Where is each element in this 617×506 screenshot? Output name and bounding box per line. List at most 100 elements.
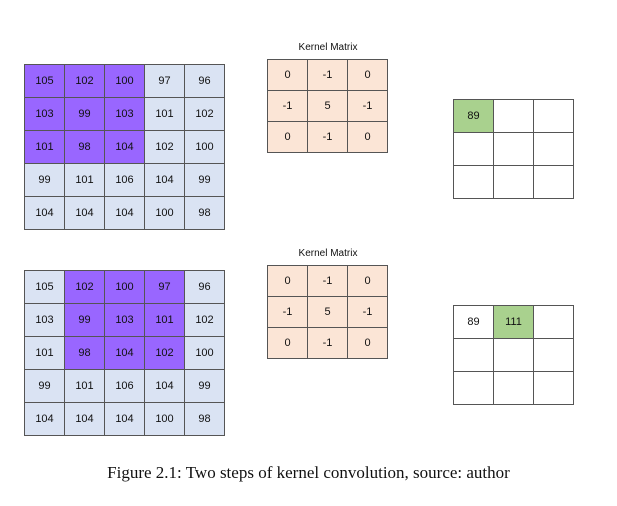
output-cell — [453, 165, 494, 199]
output-cell — [533, 165, 574, 199]
input-cell: 100 — [144, 402, 185, 436]
output-cell — [453, 338, 494, 372]
input-cell: 104 — [24, 196, 65, 230]
input-cell: 106 — [104, 369, 145, 403]
output-cell: 89 — [453, 99, 494, 133]
input-cell: 99 — [184, 163, 225, 197]
kernel-cell: -1 — [307, 121, 348, 153]
kernel-cell: 0 — [347, 265, 388, 297]
input-cell: 102 — [184, 97, 225, 131]
input-cell: 98 — [64, 336, 105, 370]
input-cell: 99 — [64, 303, 105, 337]
input-cell: 98 — [184, 402, 225, 436]
input-cell: 104 — [24, 402, 65, 436]
kernel-cell: 0 — [267, 327, 308, 359]
input-cell: 101 — [24, 130, 65, 164]
input-cell: 98 — [64, 130, 105, 164]
kernel-cell: 0 — [347, 59, 388, 91]
input-cell: 106 — [104, 163, 145, 197]
kernel-cell: 0 — [267, 265, 308, 297]
kernel-cell: 0 — [267, 59, 308, 91]
input-cell: 99 — [24, 163, 65, 197]
kernel-cell: 5 — [307, 296, 348, 328]
input-cell: 103 — [104, 303, 145, 337]
input-cell: 101 — [144, 97, 185, 131]
kernel-cell: -1 — [307, 265, 348, 297]
output-cell — [533, 371, 574, 405]
output-cell — [533, 338, 574, 372]
output-cell — [453, 132, 494, 166]
input-cell: 100 — [104, 64, 145, 98]
kernel-cell: -1 — [307, 59, 348, 91]
input-cell: 104 — [144, 163, 185, 197]
output-cell — [453, 371, 494, 405]
kernel-cell: 5 — [307, 90, 348, 122]
input-cell: 102 — [64, 64, 105, 98]
output-cell — [493, 165, 534, 199]
input-cell: 96 — [184, 270, 225, 304]
input-cell: 99 — [184, 369, 225, 403]
output-row — [453, 338, 574, 372]
output-row — [453, 132, 574, 166]
output-cell — [533, 99, 574, 133]
output-cell — [493, 132, 534, 166]
kernel-cell: -1 — [347, 296, 388, 328]
input-cell: 104 — [104, 130, 145, 164]
output-matrix-step-1: 89 — [453, 99, 574, 199]
kernel-cell: -1 — [347, 90, 388, 122]
output-row — [453, 371, 574, 405]
input-cell: 97 — [144, 270, 185, 304]
output-cell: 89 — [453, 305, 494, 339]
input-cell: 99 — [64, 97, 105, 131]
input-cell: 103 — [104, 97, 145, 131]
input-cell: 103 — [24, 303, 65, 337]
input-cell: 102 — [64, 270, 105, 304]
input-cell: 102 — [144, 336, 185, 370]
input-cell: 101 — [64, 369, 105, 403]
input-cell: 104 — [64, 196, 105, 230]
output-cell — [533, 132, 574, 166]
output-row — [453, 165, 574, 199]
output-cell — [493, 371, 534, 405]
input-cell: 100 — [184, 130, 225, 164]
input-cell: 102 — [184, 303, 225, 337]
input-cell: 104 — [64, 402, 105, 436]
input-cell: 104 — [104, 402, 145, 436]
input-cell: 104 — [104, 336, 145, 370]
input-cell: 99 — [24, 369, 65, 403]
input-cell: 98 — [184, 196, 225, 230]
input-cell: 105 — [24, 64, 65, 98]
input-cell: 100 — [184, 336, 225, 370]
kernel-cell: 0 — [347, 121, 388, 153]
input-cell: 104 — [144, 369, 185, 403]
kernel-cell: 0 — [267, 121, 308, 153]
kernel-cell: -1 — [267, 90, 308, 122]
input-cell: 103 — [24, 97, 65, 131]
input-cell: 101 — [24, 336, 65, 370]
input-cell: 101 — [144, 303, 185, 337]
input-cell: 100 — [104, 270, 145, 304]
output-cell — [493, 99, 534, 133]
output-cell: 111 — [493, 305, 534, 339]
kernel-label-step-1: Kernel Matrix — [298, 42, 358, 53]
input-cell: 105 — [24, 270, 65, 304]
output-cell — [533, 305, 574, 339]
